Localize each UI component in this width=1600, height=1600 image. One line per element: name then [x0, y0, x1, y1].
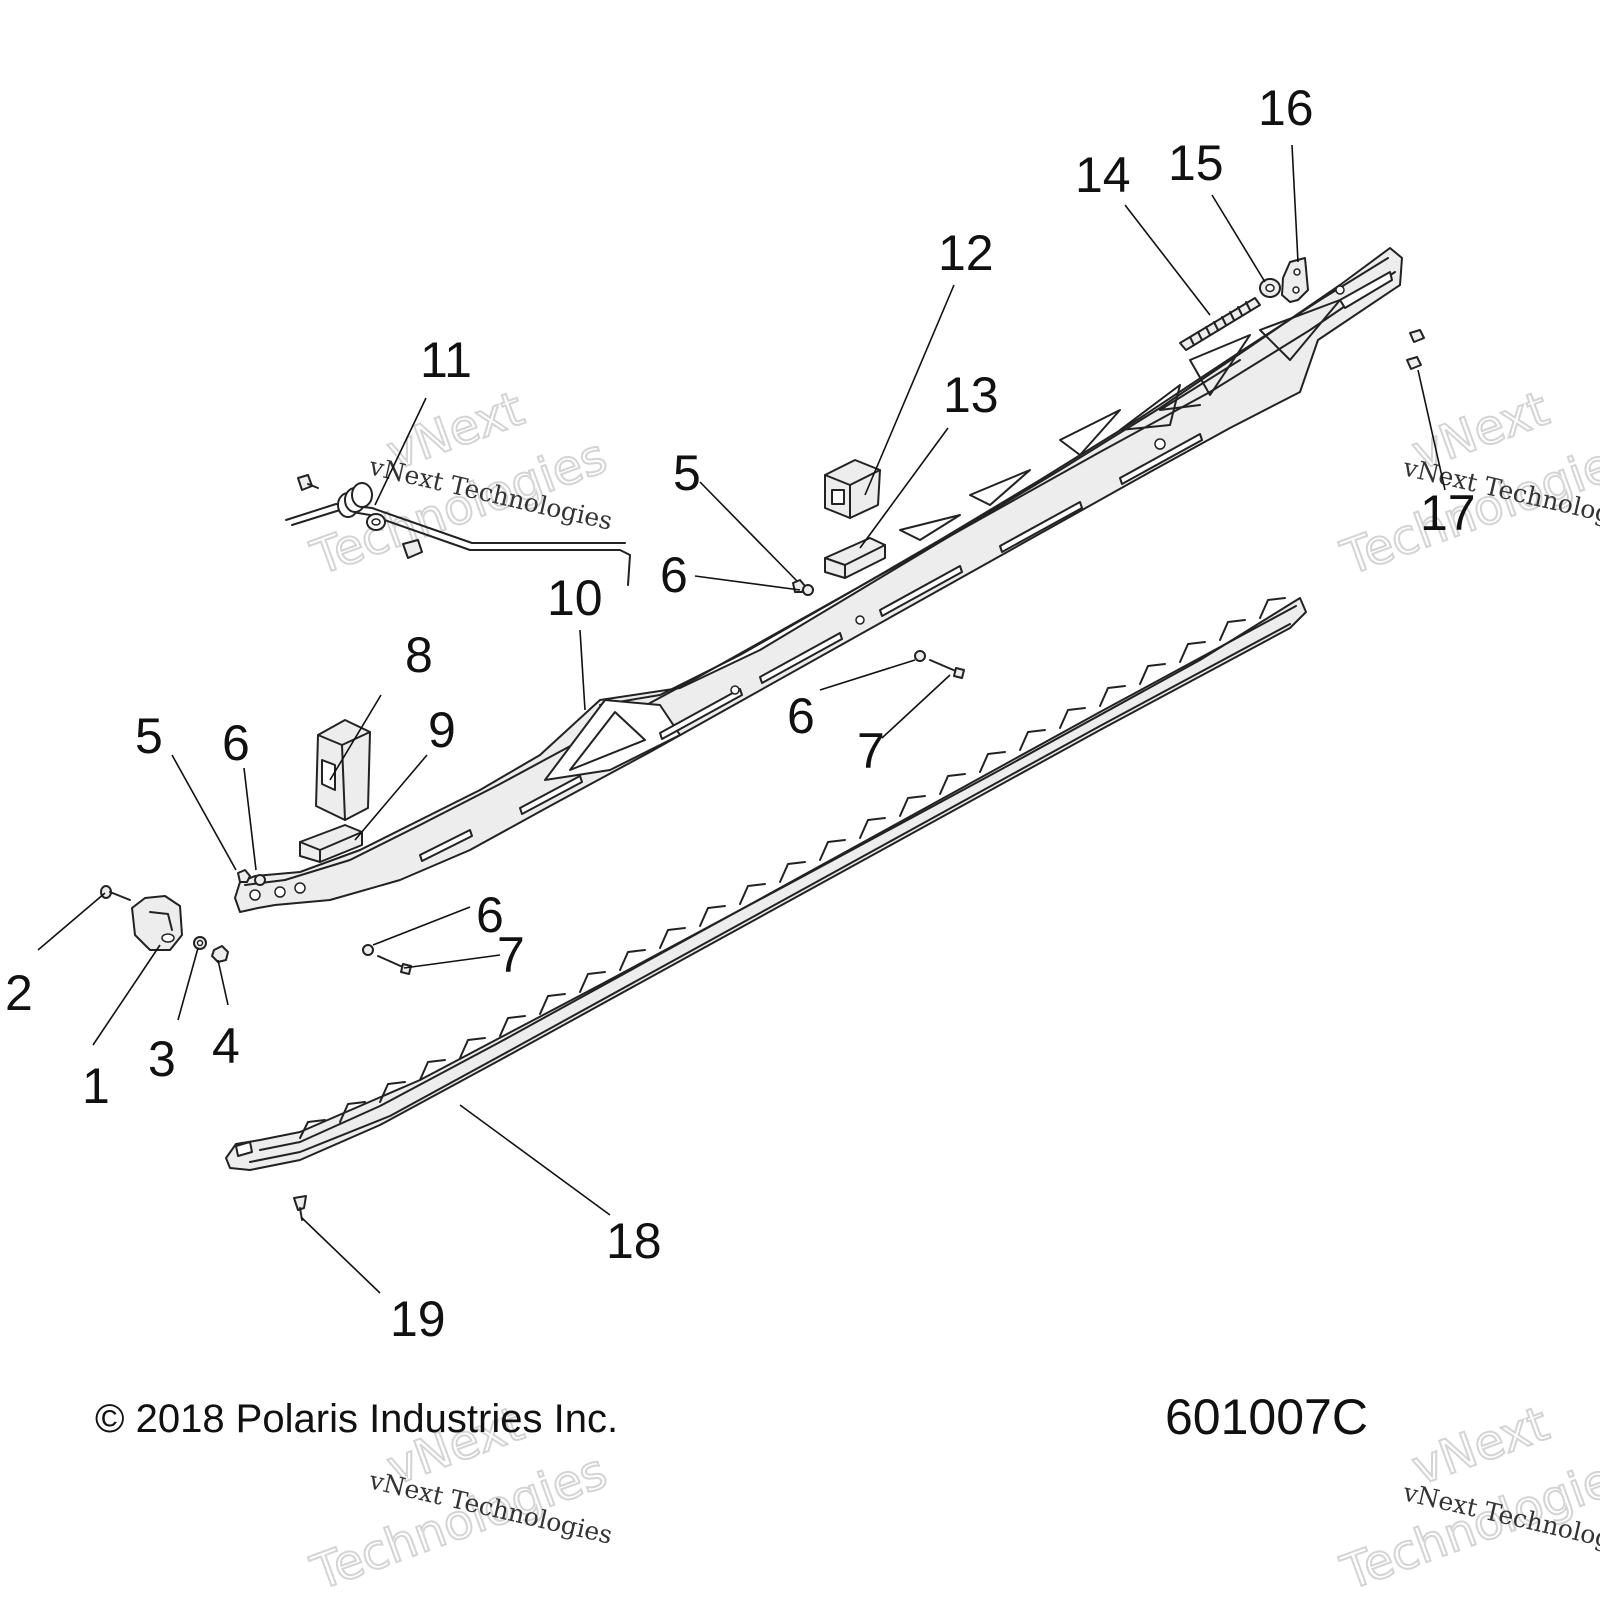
- part-3-washer: [193, 936, 207, 950]
- callout-1: 1: [82, 1058, 110, 1114]
- part-6-washer-right: [914, 650, 926, 662]
- callout-19: 19: [390, 1291, 446, 1347]
- callout-6: 6: [222, 715, 250, 771]
- watermark-top-left: vNext Technologies vNext Technologies: [303, 380, 615, 588]
- callout-17: 17: [1420, 485, 1476, 541]
- part-17-fasteners: [1406, 329, 1425, 370]
- callout-labels: 1 2 3 4 5 5 6 6 6 6 7 7 8 9 10 11 12 13 …: [5, 80, 1476, 1347]
- watermark-top-right: vNext Technologies vNext Technologies: [1333, 380, 1600, 588]
- watermark-bottom-right: vNext Technologies vNext Technologies: [1333, 1395, 1600, 1600]
- callout-5: 5: [135, 708, 163, 764]
- callout-6: 6: [660, 547, 688, 603]
- callout-8: 8: [405, 627, 433, 683]
- part-1-nose-cap: [131, 895, 183, 951]
- callout-18: 18: [606, 1213, 662, 1269]
- part-16-bracket: [1281, 257, 1309, 303]
- callout-4: 4: [212, 1018, 240, 1074]
- part-7-bolt-right: [929, 659, 965, 679]
- part-2-bolt: [100, 885, 131, 901]
- callout-12: 12: [938, 225, 994, 281]
- copyright-text: © 2018 Polaris Industries Inc.: [95, 1397, 618, 1441]
- callout-11: 11: [420, 332, 472, 388]
- part-6-washer-low: [362, 944, 374, 956]
- callout-6: 6: [476, 887, 504, 943]
- callout-15: 15: [1168, 135, 1224, 191]
- part-18-runner: [225, 597, 1307, 1171]
- callout-6: 6: [787, 688, 815, 744]
- part-4-nut: [211, 945, 229, 963]
- callout-2: 2: [5, 965, 33, 1021]
- part-15-nut: [1259, 278, 1281, 298]
- drawing-id: 601007C: [1165, 1389, 1368, 1445]
- part-11-spring-bar: [285, 474, 631, 586]
- callout-3: 3: [148, 1031, 176, 1087]
- callout-14: 14: [1075, 147, 1131, 203]
- callout-5: 5: [673, 445, 701, 501]
- part-8-block: [315, 719, 371, 821]
- part-14-threaded-stud: [1179, 297, 1261, 351]
- part-6-washer-mid: [802, 584, 814, 596]
- part-10-frame-rail: [234, 247, 1403, 913]
- callout-16: 16: [1258, 80, 1314, 136]
- callout-7: 7: [857, 723, 885, 779]
- callout-10: 10: [547, 570, 603, 626]
- leader-lines: [37, 144, 1446, 1294]
- part-5-nut-front: [237, 869, 251, 883]
- part-9-insert: [299, 824, 363, 863]
- callout-7: 7: [497, 927, 525, 983]
- part-12-bumper: [824, 459, 881, 519]
- part-13-bumper-insert: [824, 537, 886, 579]
- part-6-washer-front: [254, 874, 266, 886]
- part-7-bolt-low: [377, 955, 412, 975]
- callout-9: 9: [428, 702, 456, 758]
- callout-13: 13: [943, 367, 999, 423]
- part-19-screw: [293, 1195, 307, 1221]
